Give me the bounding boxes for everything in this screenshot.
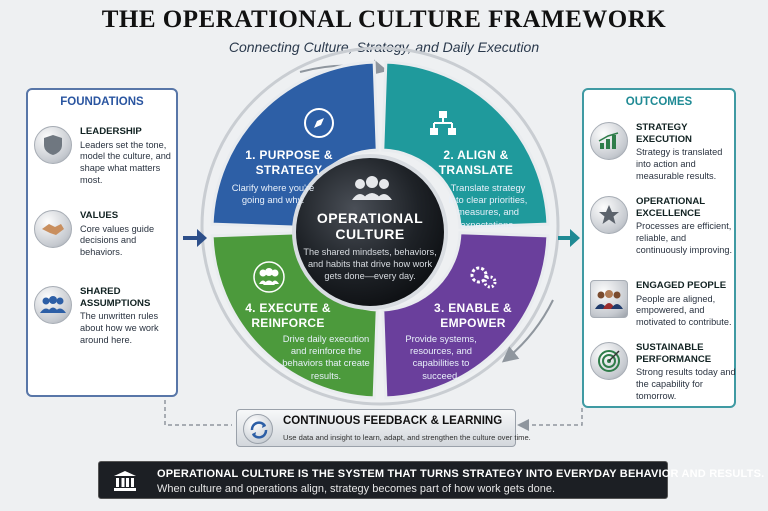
outcome-title: SUSTAINABLE PERFORMANCE — [636, 342, 712, 365]
outcome-title: STRATEGY EXECUTION — [636, 122, 692, 145]
outcome-title: ENGAGED PEOPLE — [636, 280, 727, 291]
foundations-panel: FOUNDATIONS LEADERSHIP Leaders set the t… — [26, 88, 178, 397]
shield-icon — [34, 126, 72, 164]
compass-icon — [304, 108, 334, 138]
org-chart-icon — [430, 111, 456, 135]
foundations-heading: FOUNDATIONS — [60, 96, 144, 108]
summary-banner: OPERATIONAL CULTURE IS THE SYSTEM THAT T… — [98, 461, 764, 499]
refresh-cycle-icon — [243, 414, 273, 444]
quadrant-2-segment — [381, 60, 550, 229]
center-people-icon — [352, 176, 392, 200]
quadrant-4-label: 4. EXECUTE & REINFORCE — [245, 301, 331, 330]
left-arrow — [183, 229, 207, 247]
center-desc: The shared mindsets, behaviors, and habi… — [303, 247, 437, 281]
foundation-desc: Core values guide decisions and behavior… — [80, 223, 155, 258]
quadrant-2-label: 2. ALIGN & TRANSLATE — [438, 148, 514, 177]
feedback-desc: Use data and insight to learn, adapt, an… — [283, 433, 531, 442]
foundation-title: LEADERSHIP — [80, 126, 142, 137]
handshake-icon — [34, 210, 72, 248]
people-icon — [590, 280, 628, 318]
feedback-box: CONTINUOUS FEEDBACK & LEARNING Use data … — [236, 409, 531, 447]
outcome-desc: People are aligned, empowered, and motiv… — [636, 293, 732, 328]
quadrant-3-label: 3. ENABLE & EMPOWER — [434, 301, 512, 330]
feedback-title: CONTINUOUS FEEDBACK & LEARNING — [283, 415, 503, 427]
institution-icon — [114, 471, 136, 491]
gears-icon — [470, 266, 497, 289]
target-icon — [590, 342, 628, 380]
page-title: THE OPERATIONAL CULTURE FRAMEWORK — [101, 6, 667, 33]
quadrant-1-label: 1. PURPOSE & STRATEGY — [245, 148, 333, 177]
foundation-title: SHARED ASSUMPTIONS — [80, 286, 151, 309]
quadrant-3-segment — [381, 231, 550, 400]
outcomes-heading: OUTCOMES — [625, 96, 693, 108]
quadrant-3-desc: Provide systems, resources, and capabili… — [405, 333, 477, 381]
center-title: OPERATIONAL CULTURE — [316, 210, 424, 243]
quadrant-1-desc: Clarify where you're going and why. — [231, 182, 315, 206]
quadrant-2-desc: Translate strategy into clear priorities… — [448, 182, 528, 230]
outcome-desc: Strong results today and the capability … — [636, 367, 736, 401]
team-icon — [253, 261, 285, 293]
star-icon — [590, 196, 628, 234]
foundation-desc: Leaders set the tone, model the culture,… — [80, 139, 171, 186]
outcome-desc: Strategy is translated into action and m… — [636, 147, 723, 181]
group-icon — [34, 286, 72, 324]
outcomes-panel: OUTCOMES STRATEGY EXECUTION Strategy is … — [582, 88, 736, 408]
outcome-title: OPERATIONAL EXCELLENCE — [636, 196, 705, 219]
outcome-desc: Processes are efficient, reliable, and c… — [636, 221, 733, 255]
banner-headline: OPERATIONAL CULTURE IS THE SYSTEM THAT T… — [157, 468, 765, 480]
right-arrow — [558, 229, 580, 247]
quadrant-4-desc: Drive daily execution and reinforce the … — [282, 333, 370, 381]
center-disc — [292, 154, 448, 310]
growth-chart-icon — [590, 122, 628, 160]
foundation-desc: The unwritten rules about how we work ar… — [80, 311, 159, 345]
banner-subtext: When culture and operations align, strat… — [157, 483, 556, 495]
foundation-title: VALUES — [80, 210, 119, 221]
